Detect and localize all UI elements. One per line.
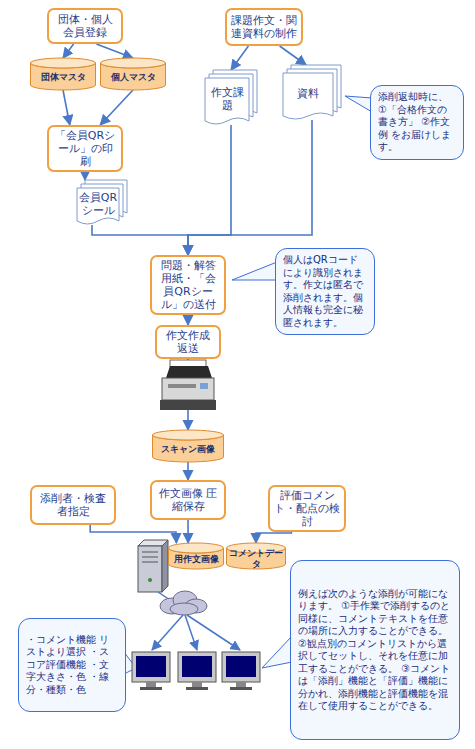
flow-arrow <box>63 44 74 58</box>
callout-tail <box>262 636 292 668</box>
monitor-illustration <box>178 652 216 690</box>
flow-arrow <box>84 172 86 180</box>
cylinder-top <box>169 543 224 553</box>
database-cylinder: コメントデータ <box>226 543 286 569</box>
node-label: 問題・解答用紙・「会員QRシール」の送付 <box>156 259 220 311</box>
note-callout: 例えば次のような添削が可能になります。 ①手作業で添削するのと同様に、コメントテ… <box>290 560 460 740</box>
note-text: 添削返却時に、 ①「合格作文の書き方」 ②作文例 をお届けします。 <box>378 91 456 154</box>
network-cloud <box>160 591 207 615</box>
database-cylinder: 用作文画像 <box>168 543 224 569</box>
process-box: 作文作成 返送 <box>155 325 221 359</box>
node-label: 評価コメント・配点の検討 <box>274 489 340 528</box>
node-label: 団体マスタ <box>41 72 86 83</box>
flow-arrow <box>100 90 133 125</box>
note-text: ・コメント機能 リストより選択 ・スコア評価機能 ・文字大きさ・色 ・線分・種類… <box>26 634 118 697</box>
monitor-illustration <box>222 652 260 690</box>
node-label: 添削者・検査者指定 <box>36 492 110 518</box>
database-cylinder: スキャン画像 <box>152 430 224 462</box>
note-text: 個人はQRコードにより識別されます。作文は匿名で添削されます。個人情報も完全に秘… <box>283 254 367 329</box>
node-label: 団体・個人 会員登録 <box>53 13 117 39</box>
process-box: 添削者・検査者指定 <box>30 485 116 525</box>
node-label: 用作文画像 <box>174 554 219 565</box>
node-label: 作文作成 返送 <box>161 329 215 355</box>
callout-tail <box>345 96 372 112</box>
flow-arrow <box>63 90 70 125</box>
flow-arrow <box>96 44 133 58</box>
process-box: 「会員QRシール」の印刷 <box>47 125 123 172</box>
node-label: 資料 <box>297 87 319 100</box>
note-callout: 個人はQRコードにより識別されます。作文は匿名で添削されます。個人情報も完全に秘… <box>275 248 375 335</box>
node-label: 課題作文・関連資料の制作 <box>231 14 297 40</box>
document-stack: 資料 <box>283 65 341 120</box>
network-line <box>187 615 240 650</box>
process-box: 課題作文・関連資料の制作 <box>225 8 303 46</box>
process-box: 作文画像 圧縮保存 <box>150 480 226 520</box>
flow-arrow <box>187 462 189 480</box>
node-label: 作文課題 <box>206 86 248 112</box>
document-stack: 会員QR シール <box>77 180 127 225</box>
node-label: 会員QR シール <box>78 191 118 217</box>
cylinder-top <box>31 58 96 68</box>
node-label: コメントデータ <box>228 548 284 570</box>
flow-arrow <box>231 46 248 70</box>
database-cylinder: 個人マスタ <box>100 58 166 90</box>
cylinder-body <box>227 548 286 569</box>
process-box: 評価コメント・配点の検討 <box>268 485 346 532</box>
process-box: 問題・解答用紙・「会員QRシール」の送付 <box>150 255 226 315</box>
network-line <box>152 615 183 650</box>
monitor-illustration <box>132 652 170 690</box>
flow-arrow <box>92 225 188 255</box>
note-callout: ・コメント機能 リストより選択 ・スコア評価機能 ・文字大きさ・色 ・線分・種類… <box>18 618 126 712</box>
note-text: 例えば次のような添削が可能になります。 ①手作業で添削するのと同様に、コメントテ… <box>298 588 452 713</box>
cylinder-top <box>153 430 224 440</box>
document-page <box>205 78 249 124</box>
document-stack: 作文課題 <box>205 70 257 125</box>
node-label: 個人マスタ <box>111 72 156 83</box>
cylinder-top <box>101 58 166 68</box>
document-page <box>283 73 333 119</box>
database-cylinder: 団体マスタ <box>30 58 96 90</box>
flow-arrow <box>256 532 291 543</box>
node-label: スキャン画像 <box>161 444 215 455</box>
node-label: 作文画像 圧縮保存 <box>156 487 220 513</box>
document-page <box>77 188 119 224</box>
server-illustration <box>138 540 168 592</box>
scanner-illustration <box>160 360 216 410</box>
process-box: 団体・個人 会員登録 <box>47 8 123 44</box>
flow-arrow <box>187 520 189 543</box>
callout-tail <box>232 262 277 280</box>
flow-arrow <box>280 46 307 65</box>
flow-arrow <box>188 120 312 255</box>
flow-arrow <box>187 315 189 325</box>
note-callout: 添削返却時に、 ①「合格作文の書き方」 ②作文例 をお届けします。 <box>370 85 464 160</box>
node-label: 「会員QRシール」の印刷 <box>53 129 117 168</box>
